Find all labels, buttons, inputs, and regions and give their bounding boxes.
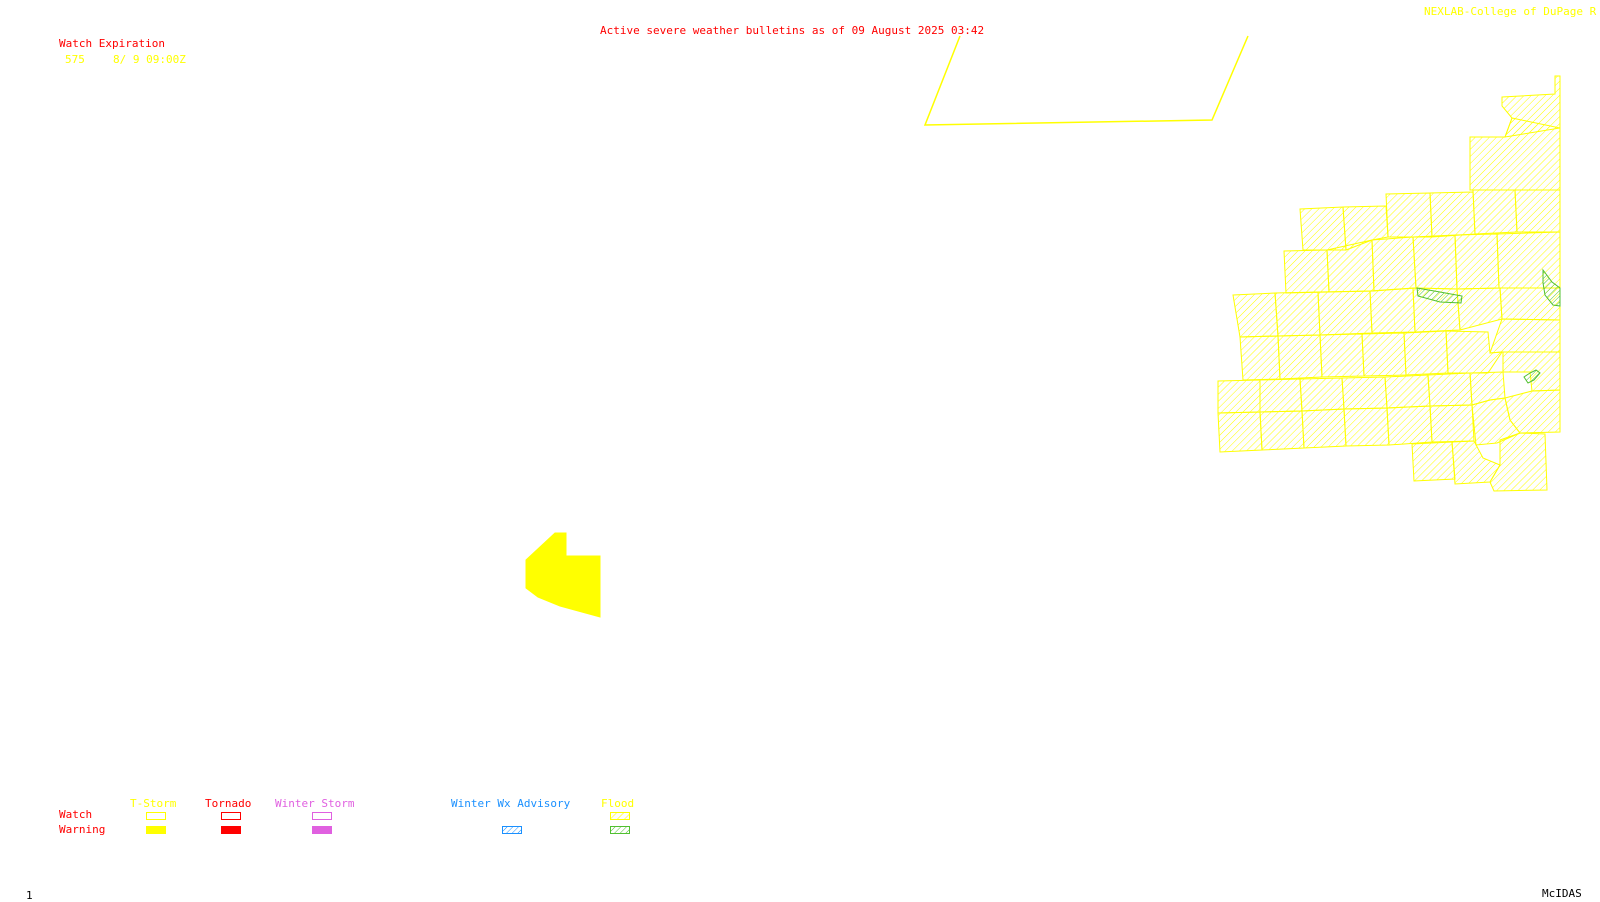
legend-tornado-label: Tornado (205, 797, 252, 810)
watch-expiration-label: Watch Expiration (59, 37, 165, 50)
tstorm-watch-outline (923, 35, 1249, 126)
legend-flood-warning-swatch (610, 826, 630, 834)
bulletin-title: Active severe weather bulletins as of 09… (600, 24, 985, 37)
legend-tstorm-warning-swatch (146, 826, 166, 834)
watch-expires-time: 8/ 9 09:00Z (113, 53, 186, 66)
legend-tornado-warning-swatch (221, 826, 241, 834)
legend-winter-wx-advisory-swatch (502, 826, 522, 834)
software-label: McIDAS (1542, 887, 1582, 900)
legend-tstorm-label: T-Storm (130, 797, 177, 810)
legend-winter-wx-advisory-label: Winter Wx Advisory (451, 797, 571, 810)
legend-row-watch: Watch (59, 808, 93, 821)
legend-flood-watch-swatch (610, 812, 630, 820)
legend-flood-label: Flood (601, 797, 635, 810)
watch-number: 575 (65, 53, 85, 66)
tstorm-warning-polygon (525, 532, 601, 618)
frame-number: 1 (26, 889, 33, 902)
legend-winter-storm-warning-swatch (312, 826, 332, 834)
legend-winter-storm-watch-swatch (312, 812, 332, 820)
legend-winter-storm-label: Winter Storm (275, 797, 355, 810)
flood-watch-counties (1217, 75, 1561, 492)
flood-warnings (1416, 268, 1561, 384)
legend-tornado-watch-swatch (221, 812, 241, 820)
legend-row-warning: Warning (59, 823, 106, 836)
legend-tstorm-watch-swatch (146, 812, 166, 820)
credit-text: NEXLAB-College of DuPage R (1424, 5, 1597, 18)
